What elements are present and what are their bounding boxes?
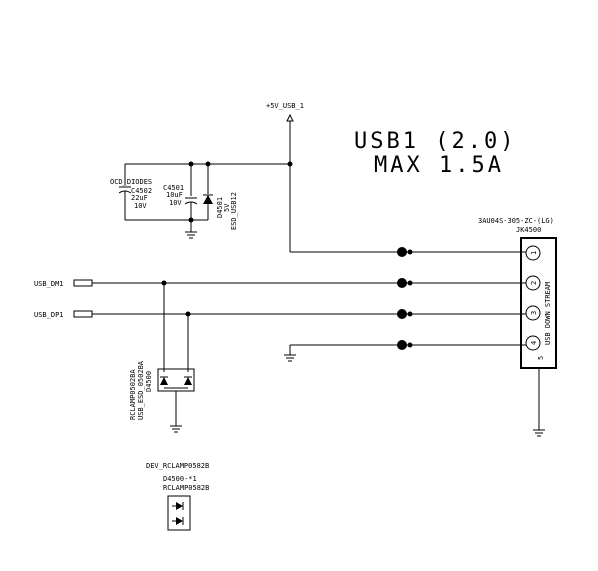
dev-ref: D4500-*1 xyxy=(163,475,197,483)
power-net-label: +5V_USB_1 xyxy=(266,102,304,110)
usb-connector-jk4500: 3AU04S-305-ZC-(LG) JK4500 1 2 3 4 5 USB … xyxy=(478,217,557,437)
c4501-value: 10uF xyxy=(166,191,183,199)
c4502-voltage: 10V xyxy=(134,202,147,210)
dev-part-d4500-1: DEV_RCLAMP0582B D4500-*1 RCLAMP0582B xyxy=(146,462,209,531)
title-line1: USB1 (2.0) xyxy=(354,129,516,154)
connector-pin-1: 1 xyxy=(530,251,538,255)
c4501-voltage: 10V xyxy=(169,199,182,207)
net-dp-text: USB_DP1 xyxy=(34,311,64,319)
c4502-value: 22uF xyxy=(131,194,148,202)
capacitor-group: OCD_DIODES C4502 22uF 10V C4501 10uF 10V xyxy=(110,164,208,239)
c4502-ref: C4502 xyxy=(131,187,152,195)
connector-pin-4: 4 xyxy=(530,341,538,345)
connector-pin-2: 2 xyxy=(530,281,538,285)
connector-label: USB DOWN STREAM xyxy=(544,282,552,345)
cap-group-label: OCD_DIODES xyxy=(110,178,152,186)
test-points xyxy=(397,247,413,350)
net-dm-text: USB_DM1 xyxy=(34,280,64,288)
d4501-ref: D4501 xyxy=(216,197,224,218)
dev-label: DEV_RCLAMP0582B xyxy=(146,462,209,470)
connector-shield-pin: 5 xyxy=(537,356,545,360)
net-label-dp: USB_DP1 xyxy=(34,310,93,319)
title-line2: MAX 1.5A xyxy=(374,153,504,178)
power-flag: +5V_USB_1 xyxy=(266,102,304,252)
d4501-value: 5V xyxy=(223,203,231,212)
esd-part: RCLAMP0502BA xyxy=(129,369,137,420)
connector-pin-3: 3 xyxy=(530,311,538,315)
esd-footprint: USB_ESD_0502BA xyxy=(137,360,145,420)
connector-ref: JK4500 xyxy=(516,226,541,234)
c4501-ref: C4501 xyxy=(163,184,184,192)
net-label-dm: USB_DM1 xyxy=(34,279,93,288)
esd-ref: D4500 xyxy=(145,371,153,392)
dev-part: RCLAMP0582B xyxy=(163,484,209,492)
connector-part: 3AU04S-305-ZC-(LG) xyxy=(478,217,554,225)
d4501-part: ESD_USB12 xyxy=(230,192,238,230)
diode-d4501: D4501 5V ESD_USB12 xyxy=(203,164,238,230)
esd-array-d4500: RCLAMP0502BA USB_ESD_0502BA D4500 xyxy=(129,280,195,433)
